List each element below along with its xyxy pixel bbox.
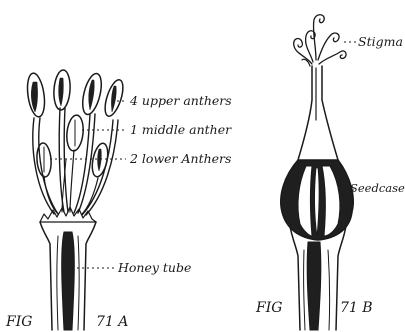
stem [290,226,346,330]
caption-fig-a: FIG [5,314,32,330]
label-lower-anthers: 2 lower Anthers [129,151,231,166]
label-seedcase: Seedcase [350,181,405,195]
label-stigma: Stigma [358,34,403,49]
seedcase [281,160,353,240]
figure-71b: Stigma Seedcase FIG 71 B [255,15,405,330]
upper-anthers [25,69,127,118]
label-middle-anther: 1 middle anther [130,122,232,137]
middle-anther [65,114,85,151]
caption-num-b: 71 B [340,300,373,316]
caption-num-a: 71 A [96,314,128,330]
label-upper-anthers: 4 upper anthers [129,93,232,108]
honey-tube [40,222,96,330]
label-honey-tube: Honey tube [117,260,191,275]
figure-71a: 4 upper anthers 1 middle anther 2 lower … [5,69,232,330]
caption-fig-b: FIG [255,300,282,316]
stigma [294,15,346,66]
style [298,66,338,160]
